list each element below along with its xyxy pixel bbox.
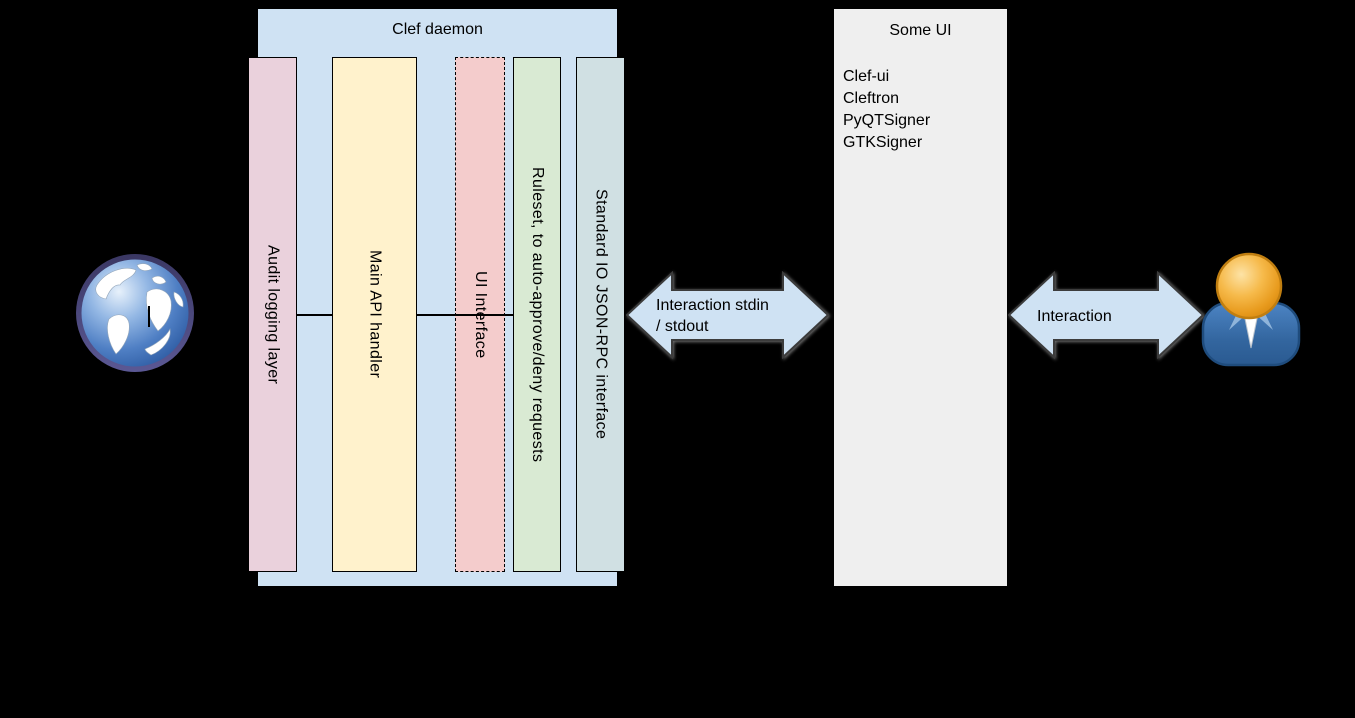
bar-ruleset: Ruleset, to auto-approve/deny requests: [513, 57, 561, 572]
person-icon: [1199, 250, 1311, 370]
some-ui-title: Some UI: [889, 22, 952, 39]
globe-icon-svg: [76, 254, 194, 372]
some-ui-box: Some UI Clef-ui Cleftron PyQTSigner GTKS…: [833, 8, 1008, 587]
clef-daemon-box: [257, 8, 618, 587]
arrow-stdin-stdout-label: Interaction stdin / stdout: [656, 295, 769, 337]
person-icon-svg: [1201, 252, 1301, 367]
arrow-interaction: [1008, 271, 1204, 359]
connector-line-audit-api: [297, 314, 332, 316]
arrow-stdin-stdout-line1: Interaction stdin: [656, 297, 769, 314]
globe-connector-line: [148, 306, 150, 327]
bar-main-api-handler-label: Main API handler: [366, 250, 384, 379]
bar-main-api-handler: Main API handler: [332, 57, 417, 572]
some-ui-item-gtksigner: GTKSigner: [843, 134, 923, 151]
bar-audit-logging-layer-label: Audit logging layer: [264, 244, 282, 385]
arrow-stdin-stdout-line2: / stdout: [656, 318, 709, 335]
some-ui-item-pyqtsigner: PyQTSigner: [843, 112, 931, 129]
arrow-stdin-stdout: [626, 271, 829, 359]
clef-daemon-title: Clef daemon: [392, 21, 483, 38]
some-ui-item-clef-ui: Clef-ui: [843, 68, 890, 85]
globe-icon: [73, 251, 197, 375]
connector-line-api-ruleset: [417, 314, 513, 316]
some-ui-item-cleftron: Cleftron: [843, 90, 900, 107]
arrow-interaction-label: Interaction: [1037, 308, 1112, 325]
bar-ruleset-label: Ruleset, to auto-approve/deny requests: [529, 166, 546, 463]
bar-audit-logging-layer: Audit logging layer: [248, 57, 297, 572]
bar-stdio-jsonrpc-interface: Standard IO JSON-RPC interface: [576, 57, 625, 572]
bar-stdio-jsonrpc-interface-label: Standard IO JSON-RPC interface: [592, 189, 610, 440]
some-ui-list: Clef-ui Cleftron PyQTSigner GTKSigner: [834, 66, 1007, 154]
